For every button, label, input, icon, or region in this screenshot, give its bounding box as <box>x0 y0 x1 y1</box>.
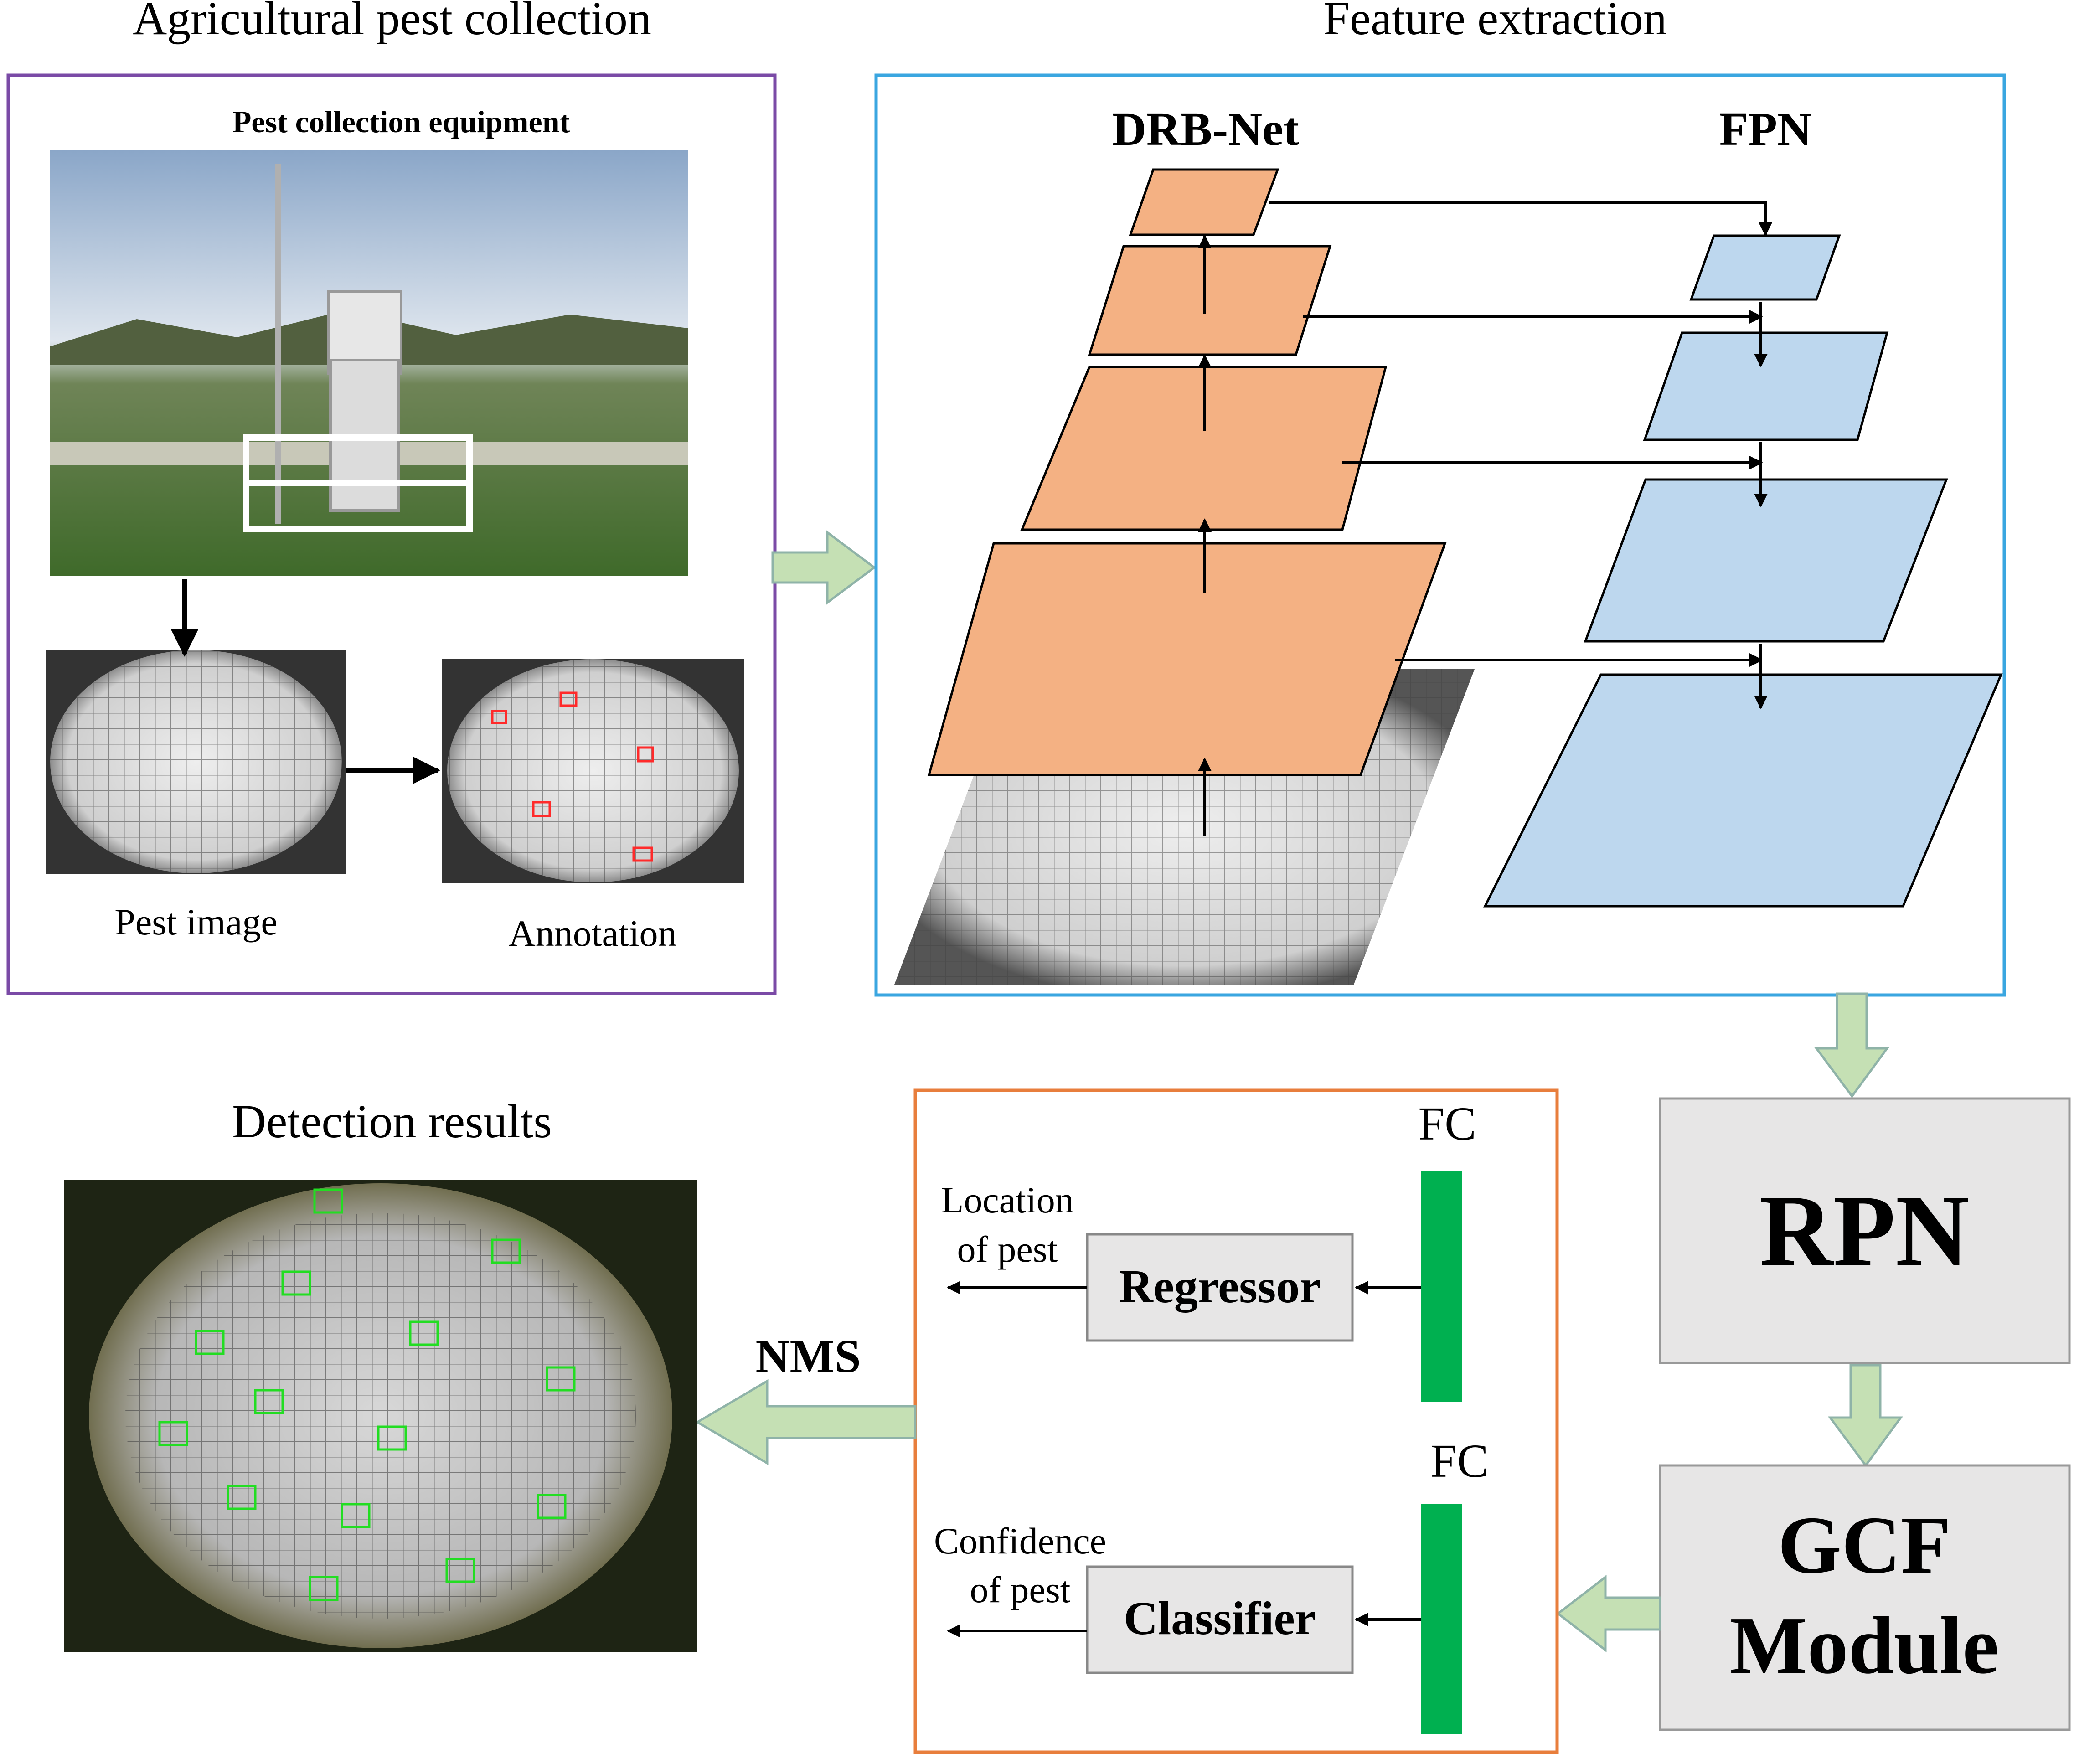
rpn-label: RPN <box>1759 1174 1969 1287</box>
classifier-label: Classifier <box>1124 1592 1316 1645</box>
drb-net-layers <box>927 168 1447 776</box>
annotation-photo <box>442 659 744 883</box>
fpn-layer-2 <box>1643 331 1889 441</box>
drb-net-label: DRB-Net <box>1112 103 1299 155</box>
block-arrow-icon <box>771 530 877 605</box>
feature-panel: Feature extraction DRB-Net FPN <box>874 0 2006 997</box>
fc-bottom-label: FC <box>1430 1435 1488 1487</box>
collection-border <box>6 73 777 995</box>
gcf-label-line2: Module <box>1730 1600 1999 1691</box>
fc-top-label: FC <box>1418 1098 1476 1150</box>
regressor-box <box>1086 1233 1354 1342</box>
fpn-layer-1 <box>1689 234 1841 301</box>
drb-layer-2 <box>1088 245 1332 356</box>
fpn-layer-4 <box>1483 673 2003 908</box>
pest-image-label: Pest image <box>114 901 278 943</box>
fpn-layers <box>1483 234 2003 908</box>
gcf-box: GCF Module <box>1659 1464 2071 1731</box>
location-label-line2: of pest <box>957 1228 1058 1270</box>
equipment-photo <box>50 150 688 576</box>
confidence-label-line1: Confidence <box>934 1520 1106 1562</box>
block-arrow-icon <box>1556 1574 1661 1653</box>
rpn-box: RPN <box>1659 1097 2071 1364</box>
feature-title: Feature extraction <box>1323 0 1667 45</box>
detection-photo <box>64 1180 697 1652</box>
pest-image-photo <box>46 650 346 874</box>
classifier-box <box>1086 1565 1354 1674</box>
block-arrow-icon <box>695 1379 917 1465</box>
location-label-line1: Location <box>941 1179 1073 1221</box>
nms-label: NMS <box>755 1330 861 1382</box>
fc-bottom-bar <box>1421 1504 1462 1734</box>
confidence-label-line2: of pest <box>970 1569 1071 1610</box>
block-arrow-icon <box>1814 992 1889 1099</box>
detection-title: Detection results <box>232 1095 552 1148</box>
regressor-label: Regressor <box>1119 1260 1321 1313</box>
detection-panel: Detection results <box>64 1095 697 1652</box>
gcf-label-line1: GCF <box>1778 1500 1951 1590</box>
head-arrows <box>947 1281 1421 1638</box>
drb-layer-1 <box>1129 168 1279 236</box>
feature-border <box>874 73 2006 997</box>
collection-panel: Agricultural pest collection Pest collec… <box>6 0 777 995</box>
fpn-label: FPN <box>1719 103 1811 155</box>
fc-top-bar <box>1421 1171 1462 1402</box>
lateral-connections <box>1269 201 1772 709</box>
fpn-layer-3 <box>1584 478 1948 643</box>
block-arrow-icon <box>1828 1364 1903 1468</box>
heads-panel: FC FC Regressor Classifier Location of p… <box>913 1088 1559 1754</box>
annotation-label: Annotation <box>509 913 677 954</box>
drb-layer-4 <box>927 542 1447 776</box>
collection-title: Agricultural pest collection <box>133 0 651 45</box>
drb-layer-3 <box>1020 366 1388 531</box>
equipment-label: Pest collection equipment <box>232 104 570 139</box>
